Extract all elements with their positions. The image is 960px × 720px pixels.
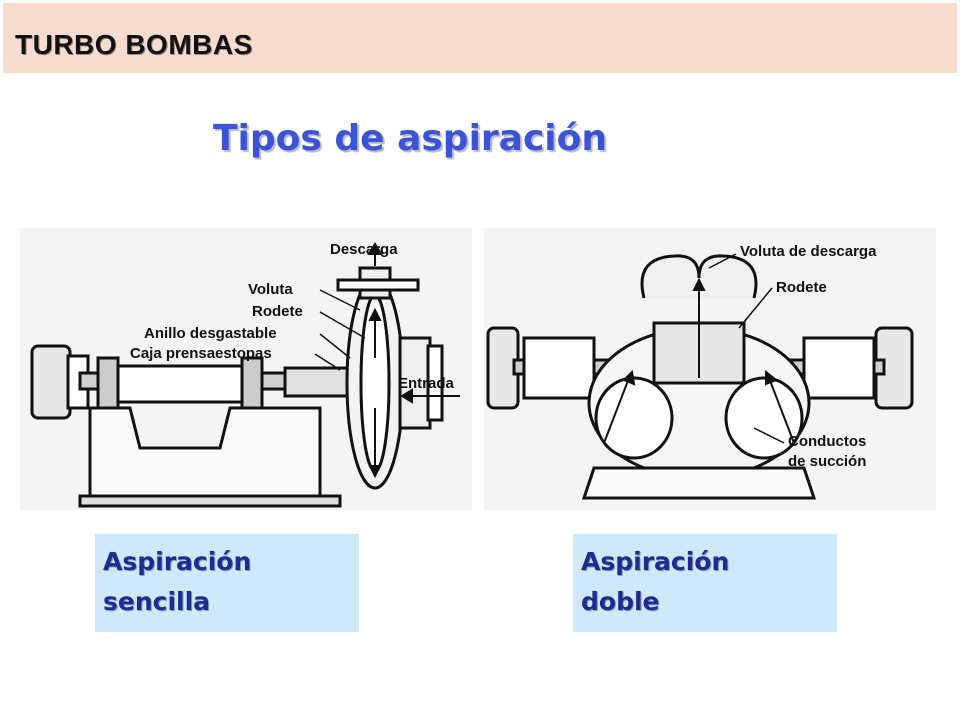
caption-double-line2: doble [581, 587, 660, 616]
caption-single-line1: Aspiración [103, 547, 252, 576]
label-conductos: Conductos [788, 433, 866, 450]
caption-double-suction: Aspiración doble [573, 534, 837, 632]
label-caja-prensaestopas: Caja prensaestopas [130, 345, 272, 362]
label-anillo-desgastable: Anillo desgastable [144, 325, 277, 342]
label-de-succion: de succión [788, 453, 866, 470]
label-descarga: Descarga [330, 241, 398, 258]
caption-single-line2: sencilla [103, 587, 211, 616]
label-entrada: Entrada [398, 375, 455, 392]
label-voluta: Voluta [248, 281, 293, 298]
label-rodete: Rodete [252, 303, 303, 320]
header-title: TURBO BOMBAS [15, 29, 253, 60]
caption-single-suction: Aspiración sencilla [95, 534, 359, 632]
label-rodete: Rodete [776, 279, 827, 296]
double-suction-pump-diagram: Voluta de descarga Rodete Conductos de s… [484, 228, 936, 510]
caption-double-line1: Aspiración [581, 547, 730, 576]
header-bar: TURBO BOMBAS [3, 3, 957, 73]
label-voluta-descarga: Voluta de descarga [740, 243, 877, 260]
single-suction-pump-diagram: Descarga Voluta Rodete Anillo desgastabl… [20, 228, 472, 510]
page-title: Tipos de aspiración [213, 118, 607, 159]
